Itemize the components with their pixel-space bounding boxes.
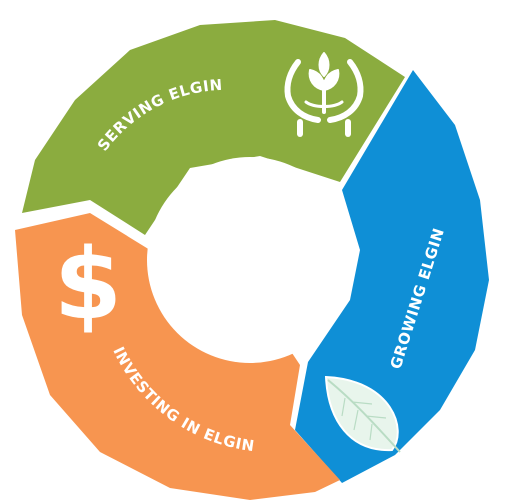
hands-plant-icon <box>284 52 364 137</box>
center-hole <box>147 157 353 363</box>
dollar-icon: $ <box>54 228 122 342</box>
leaf-icon <box>324 375 401 453</box>
segment-investing <box>15 213 340 500</box>
